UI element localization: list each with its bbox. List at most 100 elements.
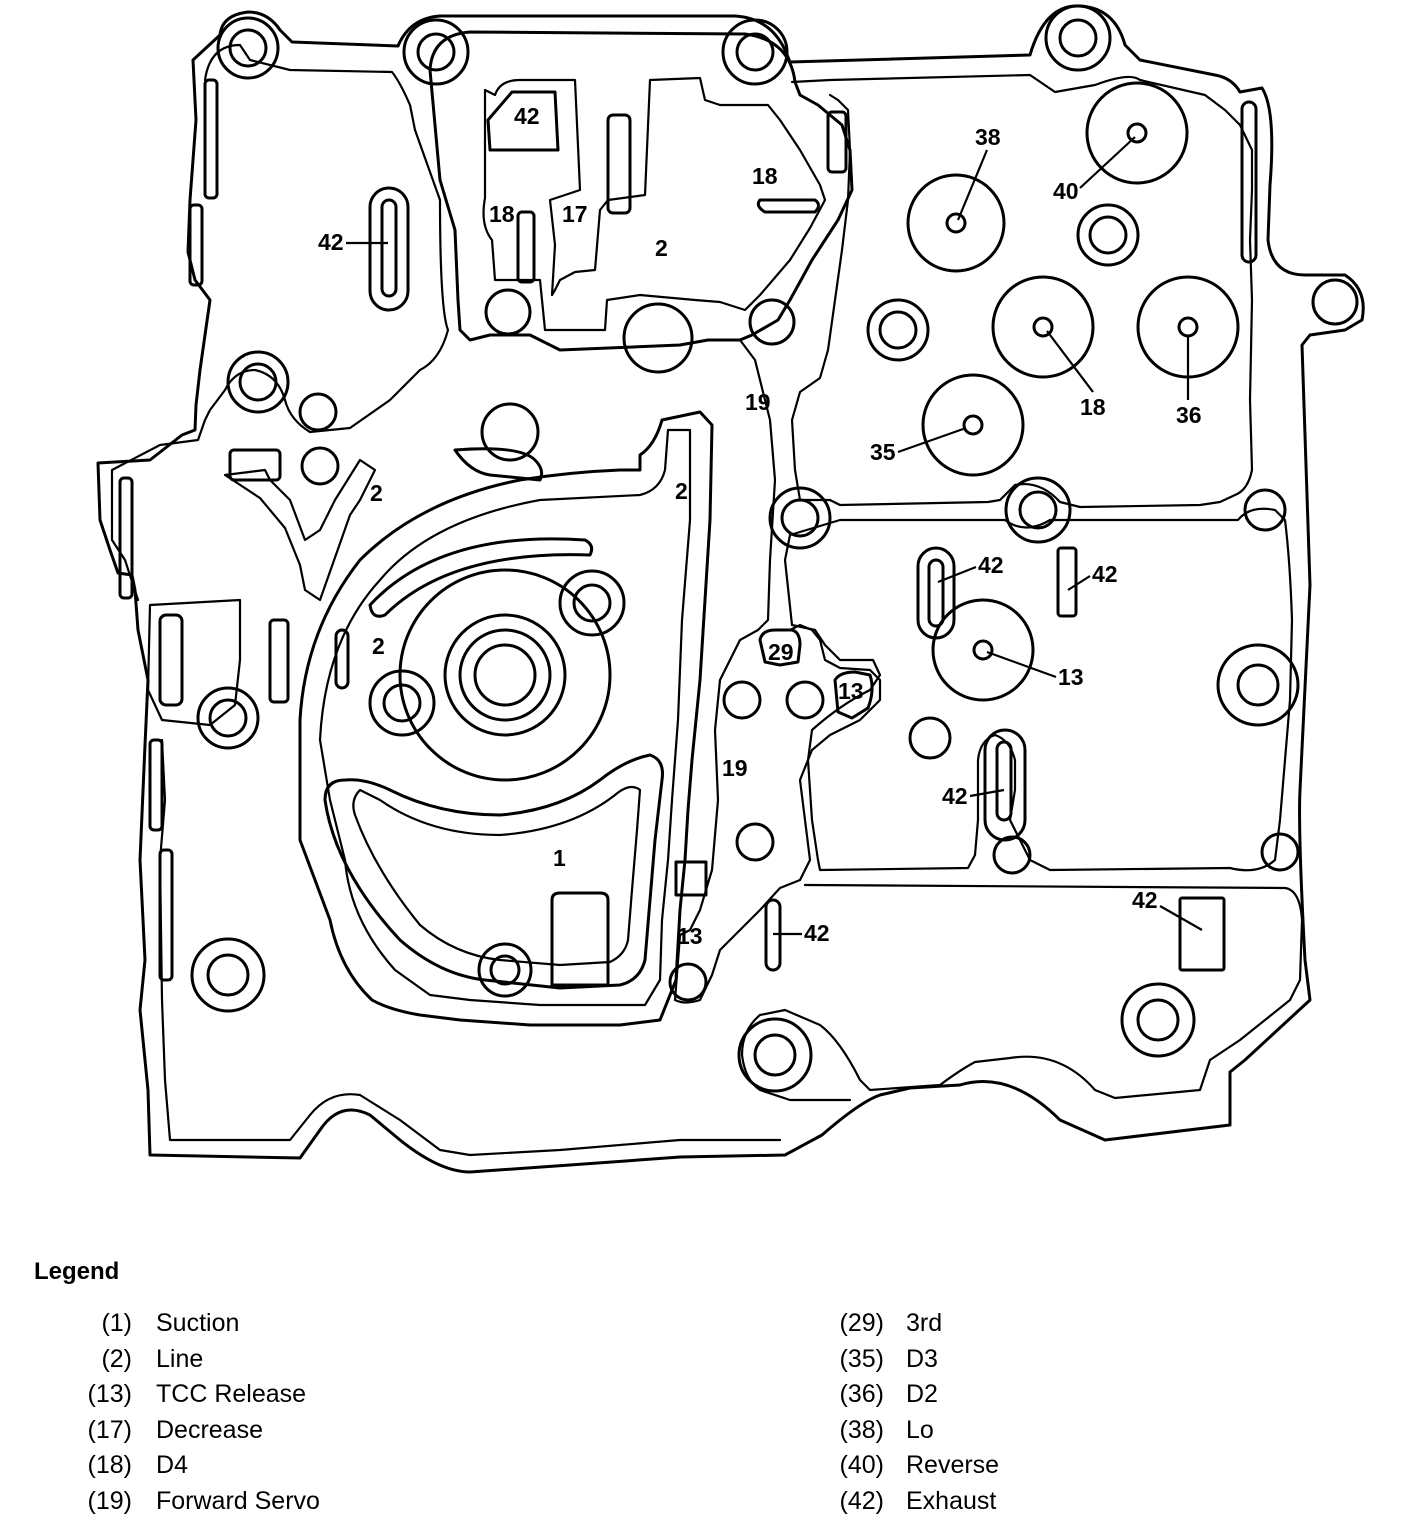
pump-ear-left-hole <box>382 683 422 723</box>
legend-number: (38) <box>839 1415 884 1444</box>
pump-bulb-top <box>480 402 540 462</box>
legend-label: D2 <box>906 1380 938 1408</box>
legend-number: (40) <box>839 1451 884 1479</box>
legend-row: (18) D4 <box>60 1448 320 1484</box>
legend-label: 3rd <box>906 1309 943 1337</box>
slot-42-far <box>1178 896 1226 972</box>
callout-2-right: 2 <box>675 478 688 504</box>
port-upper-big <box>622 302 694 374</box>
callout-36: 36 <box>1176 402 1202 428</box>
legend-row: (19) Forward Servo <box>60 1484 320 1520</box>
callout-42-far: 42 <box>1132 887 1158 913</box>
callout-13-pill: 13 <box>838 678 864 704</box>
legend-number: (13) <box>87 1380 132 1408</box>
slot-42-mid-b <box>1056 546 1078 618</box>
slot-left-2 <box>268 618 290 704</box>
bolt-holes <box>190 4 1359 1093</box>
upper-cavity-outer <box>428 30 854 352</box>
legend-title: Legend <box>34 1258 120 1285</box>
legend-right-column: (29)3rd(35)D3(36)D2(38)Lo(40)Reverse(42)… <box>820 1306 1000 1520</box>
valve-35 <box>921 373 1025 477</box>
callout-13-right: 13 <box>1058 664 1084 690</box>
slot-left-7 <box>148 738 164 832</box>
upper-cavity-inner <box>482 76 827 332</box>
slot-left-5 <box>203 78 219 200</box>
legend-row: (36) D2 <box>820 1377 999 1413</box>
plate-outline <box>96 4 1365 1174</box>
slot-42-left-inner <box>380 198 398 298</box>
legend-number: (17) <box>87 1415 132 1444</box>
suction-crescent-inner <box>352 785 642 967</box>
valve-18-center <box>1032 316 1054 338</box>
valve-36-center <box>1177 316 1199 338</box>
legend-number: (2) <box>101 1344 132 1373</box>
legend-row: (1)Suction <box>60 1306 320 1342</box>
slot-42-mid-a <box>916 546 956 640</box>
valve-35-center <box>962 414 984 436</box>
callout-35: 35 <box>870 439 896 465</box>
valve-40-center <box>1126 122 1148 144</box>
slot-upper-right <box>826 110 848 174</box>
legend-label: D3 <box>906 1344 938 1373</box>
callout-42-mid-a: 42 <box>978 552 1004 578</box>
legend-left-column: (1)Suction(2)Line(13)TCC Release(17)Decr… <box>60 1306 320 1519</box>
legend-row: (13) TCC Release <box>60 1377 320 1413</box>
suction-crescent-outer <box>323 753 664 990</box>
legend-number: (19) <box>87 1486 132 1515</box>
legend-row: (40) Reverse <box>820 1448 1000 1484</box>
pump-bulb <box>453 447 544 482</box>
legend-label: D4 <box>156 1451 188 1479</box>
channel-left <box>223 458 377 602</box>
legend-label: Decrease <box>156 1415 263 1444</box>
callout-17: 17 <box>562 201 588 227</box>
legend-label: Exhaust <box>906 1486 997 1515</box>
slot-42-lower <box>983 728 1027 842</box>
legend-row: (38) Lo <box>820 1413 999 1449</box>
legend-number: (18) <box>87 1451 132 1479</box>
callout-2-inner: 2 <box>372 633 385 659</box>
legend-number: (36) <box>839 1380 884 1408</box>
pump-core <box>473 643 537 707</box>
callout-19-upper: 19 <box>745 389 771 415</box>
callout-19-lower: 19 <box>722 755 748 781</box>
pump-arc-slot <box>368 537 594 618</box>
legend-label: Lo <box>906 1415 934 1444</box>
pump-ear-top <box>558 569 626 637</box>
slot-left-9 <box>228 448 282 482</box>
valve-38 <box>906 173 1006 273</box>
suction-port <box>550 891 610 987</box>
pump-inner-ring <box>458 628 552 722</box>
callout-40: 40 <box>1053 178 1079 204</box>
gasket-inner-line-bottom <box>740 883 1304 1102</box>
slot-left-3 <box>158 613 184 707</box>
valve-38-center <box>945 212 967 234</box>
gasket-inner-line-right <box>790 73 1254 509</box>
callout-2-left: 2 <box>370 480 383 506</box>
legend-number: (35) <box>839 1344 884 1373</box>
valve-13-center <box>972 639 994 661</box>
slot-left-6 <box>188 203 204 287</box>
callout-18-mid: 18 <box>752 163 778 189</box>
gasket-inner-line-lower-left <box>158 738 782 1157</box>
valve-13 <box>931 598 1035 702</box>
slot-42-lower-inner <box>995 740 1013 822</box>
slot-42-mid-a-inner <box>927 558 945 628</box>
port-upper-small-b <box>748 298 796 346</box>
legend-number: (42) <box>839 1486 884 1515</box>
callout-38: 38 <box>975 124 1001 150</box>
callouts: 42 18 17 2 18 42 38 40 18 36 35 19 2 2 2… <box>318 103 1203 949</box>
pump-outer-ring <box>398 568 612 782</box>
valve-body-spacer-plate-diagram: 42 18 17 2 18 42 38 40 18 36 35 19 2 2 2… <box>96 4 1365 1174</box>
gasket-inner-line-left <box>110 43 450 602</box>
callout-18-right: 18 <box>1080 394 1106 420</box>
pump-ear-left <box>368 669 436 737</box>
port-upper-small-a <box>484 288 532 336</box>
channel-left-outer <box>146 598 242 727</box>
callout-13-bottom: 13 <box>677 923 703 949</box>
pump-ear-top-hole <box>572 583 612 623</box>
legend-row: (42) Exhaust <box>820 1484 999 1520</box>
legend-label: TCC Release <box>156 1380 307 1408</box>
legend-label: Forward Servo <box>156 1486 320 1515</box>
legend-label: Reverse <box>906 1451 1000 1479</box>
legend-number: (1) <box>101 1309 132 1337</box>
